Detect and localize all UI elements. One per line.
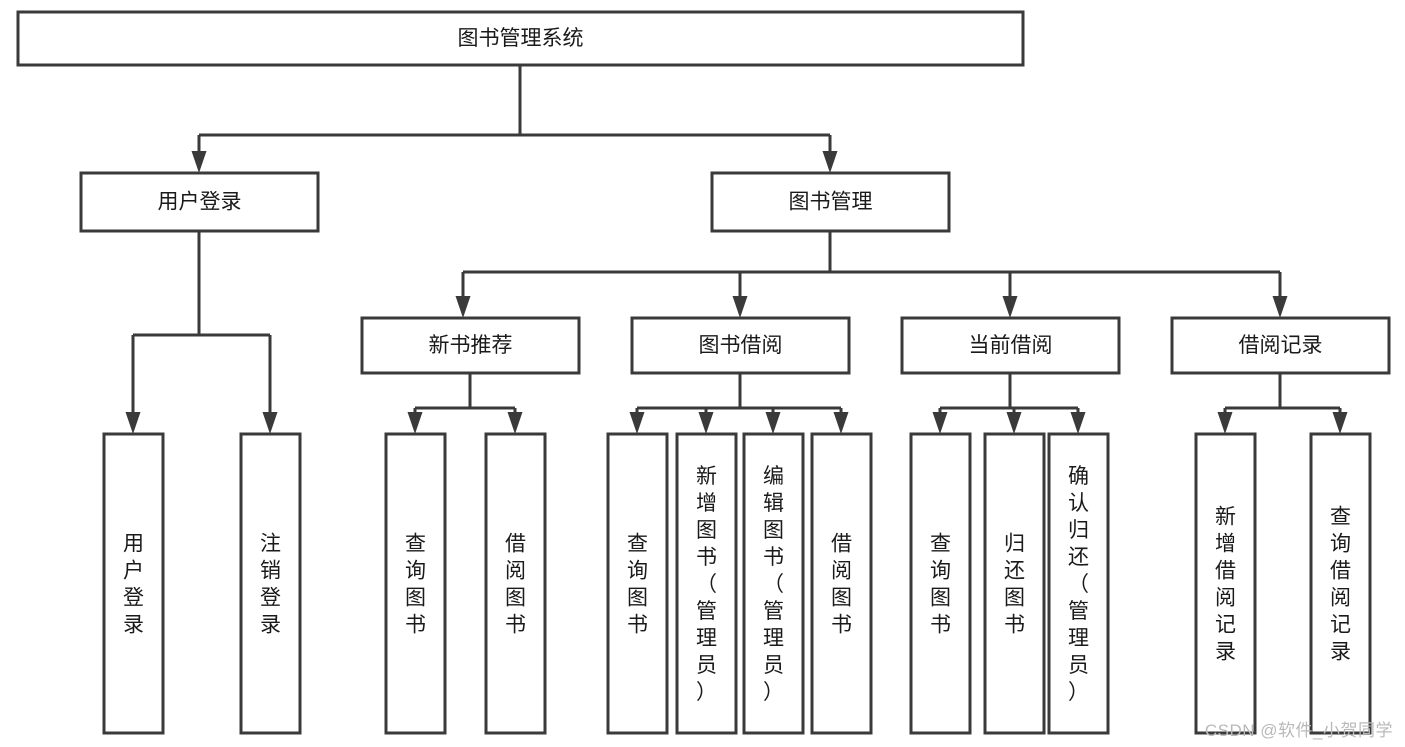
node-box-leaf-user-logout[interactable] — [239, 432, 302, 735]
node-leaf-edit-book[interactable]: 编辑图书（管理员） — [742, 432, 805, 735]
arrow-head-icon — [629, 412, 645, 434]
node-new-book-recommend[interactable]: 新书推荐 — [360, 316, 581, 375]
node-user-login[interactable]: 用户登录 — [79, 171, 320, 233]
node-leaf-add-book[interactable]: 新增图书（管理员） — [675, 432, 738, 735]
arrow-head-icon — [932, 412, 948, 434]
node-box-book-manage[interactable] — [710, 171, 951, 233]
connector-user-login-to-leaves — [125, 231, 278, 434]
node-box-leaf-query-borrow-record[interactable] — [1309, 432, 1372, 735]
arrow-head-icon — [1006, 412, 1022, 434]
node-current-borrow[interactable]: 当前借阅 — [900, 316, 1121, 375]
node-label-root: 图书管理系统 — [458, 27, 584, 50]
arrow-head-icon — [732, 296, 748, 318]
connector-book-manage-to-level3 — [455, 231, 1288, 318]
node-box-leaf-query-book-1[interactable] — [384, 432, 447, 735]
node-box-leaf-query-book-2[interactable] — [606, 432, 669, 735]
node-box-leaf-add-borrow-record[interactable] — [1194, 432, 1257, 735]
arrow-head-icon — [1070, 412, 1086, 434]
arrow-head-icon — [191, 151, 207, 173]
connector-current-borrow-to-leaves — [932, 373, 1086, 434]
node-leaf-return-book[interactable]: 归还图书 — [983, 432, 1046, 735]
node-layer: 图书管理系统用户登录图书管理新书推荐图书借阅当前借阅借阅记录用户登录注销登录查询… — [16, 10, 1391, 735]
arrow-head-icon — [455, 296, 471, 318]
connector-book-borrow-to-leaves — [629, 373, 849, 434]
node-label-leaf-query-book-2: 查询图书 — [627, 533, 648, 637]
node-label-leaf-confirm-return: 确认归还（管理员） — [1068, 465, 1089, 704]
node-box-leaf-user-login[interactable] — [102, 432, 165, 735]
node-label-leaf-borrow-book-2: 借阅图书 — [831, 533, 852, 637]
node-label-leaf-borrow-book-1: 借阅图书 — [505, 533, 526, 637]
node-box-current-borrow[interactable] — [900, 316, 1121, 375]
node-leaf-query-book-2[interactable]: 查询图书 — [606, 432, 669, 735]
node-box-book-borrow[interactable] — [630, 316, 851, 375]
arrow-head-icon — [1332, 412, 1348, 434]
node-label-leaf-user-logout: 注销登录 — [260, 533, 281, 637]
arrow-head-icon — [1217, 412, 1233, 434]
node-leaf-user-logout[interactable]: 注销登录 — [239, 432, 302, 735]
node-box-new-book-recommend[interactable] — [360, 316, 581, 375]
node-label-leaf-edit-book: 编辑图书（管理员） — [763, 465, 784, 704]
node-box-leaf-add-book[interactable] — [675, 432, 738, 735]
arrow-head-icon — [765, 412, 781, 434]
node-leaf-query-book-1[interactable]: 查询图书 — [384, 432, 447, 735]
node-label-book-manage: 图书管理 — [789, 191, 873, 214]
node-label-leaf-user-login: 用户登录 — [123, 533, 144, 637]
arrow-head-icon — [822, 151, 838, 173]
connector-borrow-records-to-leaves — [1217, 373, 1348, 434]
node-label-current-borrow: 当前借阅 — [969, 334, 1053, 357]
arrow-head-icon — [1272, 296, 1288, 318]
node-label-leaf-add-borrow-record: 新增借阅记录 — [1215, 506, 1236, 664]
node-label-leaf-query-book-3: 查询图书 — [930, 533, 951, 637]
node-leaf-borrow-book-2[interactable]: 借阅图书 — [810, 432, 873, 735]
arrow-head-icon — [407, 412, 423, 434]
connector-new-book-recommend-to-leaves — [407, 373, 523, 434]
arrow-head-icon — [262, 412, 278, 434]
node-label-borrow-records: 借阅记录 — [1239, 334, 1323, 357]
node-box-leaf-return-book[interactable] — [983, 432, 1046, 735]
arrow-head-icon — [833, 412, 849, 434]
node-box-leaf-borrow-book-1[interactable] — [484, 432, 547, 735]
node-box-leaf-borrow-book-2[interactable] — [810, 432, 873, 735]
node-label-new-book-recommend: 新书推荐 — [429, 334, 513, 357]
node-leaf-user-login[interactable]: 用户登录 — [102, 432, 165, 735]
node-book-borrow[interactable]: 图书借阅 — [630, 316, 851, 375]
node-label-leaf-add-book: 新增图书（管理员） — [696, 465, 717, 704]
node-box-user-login[interactable] — [79, 171, 320, 233]
connector-layer — [125, 65, 1348, 434]
connector-root-to-level2 — [191, 65, 838, 173]
arrow-head-icon — [698, 412, 714, 434]
arrow-head-icon — [1002, 296, 1018, 318]
node-leaf-query-book-3[interactable]: 查询图书 — [909, 432, 972, 735]
node-box-leaf-confirm-return[interactable] — [1047, 432, 1110, 735]
node-label-book-borrow: 图书借阅 — [699, 334, 783, 357]
node-borrow-records[interactable]: 借阅记录 — [1170, 316, 1391, 375]
node-box-borrow-records[interactable] — [1170, 316, 1391, 375]
arrow-head-icon — [507, 412, 523, 434]
node-root[interactable]: 图书管理系统 — [16, 10, 1025, 67]
node-box-leaf-edit-book[interactable] — [742, 432, 805, 735]
node-label-leaf-query-borrow-record: 查询借阅记录 — [1330, 506, 1351, 664]
node-label-leaf-query-book-1: 查询图书 — [405, 533, 426, 637]
node-leaf-add-borrow-record[interactable]: 新增借阅记录 — [1194, 432, 1257, 735]
node-box-root[interactable] — [16, 10, 1025, 67]
node-box-leaf-query-book-3[interactable] — [909, 432, 972, 735]
node-label-leaf-return-book: 归还图书 — [1004, 533, 1025, 637]
arrow-head-icon — [125, 412, 141, 434]
node-leaf-query-borrow-record[interactable]: 查询借阅记录 — [1309, 432, 1372, 735]
node-book-manage[interactable]: 图书管理 — [710, 171, 951, 233]
node-label-user-login: 用户登录 — [158, 191, 242, 214]
node-leaf-borrow-book-1[interactable]: 借阅图书 — [484, 432, 547, 735]
node-leaf-confirm-return[interactable]: 确认归还（管理员） — [1047, 432, 1110, 735]
